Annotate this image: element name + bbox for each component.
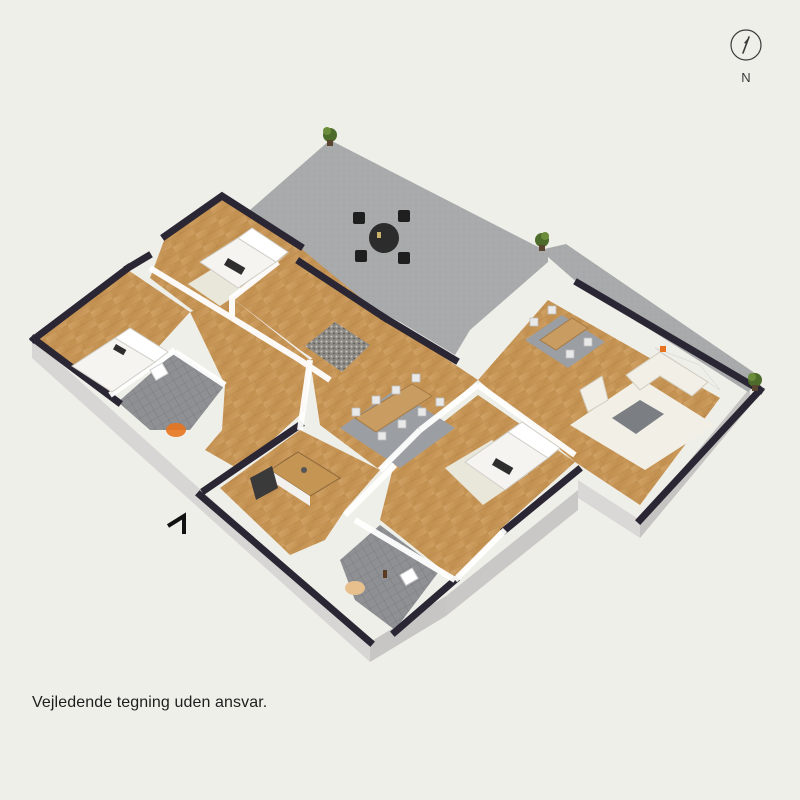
- plant-icon: [535, 232, 549, 251]
- plant-icon: [323, 127, 337, 146]
- plants: [323, 127, 762, 391]
- entrance-arrow-icon: [166, 512, 186, 534]
- bed-right: [464, 421, 561, 491]
- hallway-floor: [190, 298, 310, 470]
- compass: N: [729, 28, 763, 90]
- terrace-dining-set: [353, 210, 410, 264]
- dining-table: [351, 373, 445, 441]
- bathroom-fixtures: [149, 362, 419, 595]
- bathroom-right-floor: [340, 525, 440, 630]
- compass-north-label: N: [741, 70, 751, 85]
- walls: [29, 191, 765, 647]
- plant-icon: [748, 373, 762, 391]
- living-dining-table: [529, 305, 593, 359]
- living-furniture: [579, 346, 721, 434]
- bed-upper: [199, 227, 289, 289]
- disclaimer-text: Vejledende tegning uden ansvar.: [32, 694, 268, 711]
- bed-left: [71, 327, 169, 393]
- bathroom-left-floor: [118, 352, 225, 430]
- interior-walls: [108, 259, 577, 583]
- terrace: [250, 140, 548, 355]
- north-compass-icon: [730, 29, 762, 61]
- kitchen-island: [250, 451, 341, 506]
